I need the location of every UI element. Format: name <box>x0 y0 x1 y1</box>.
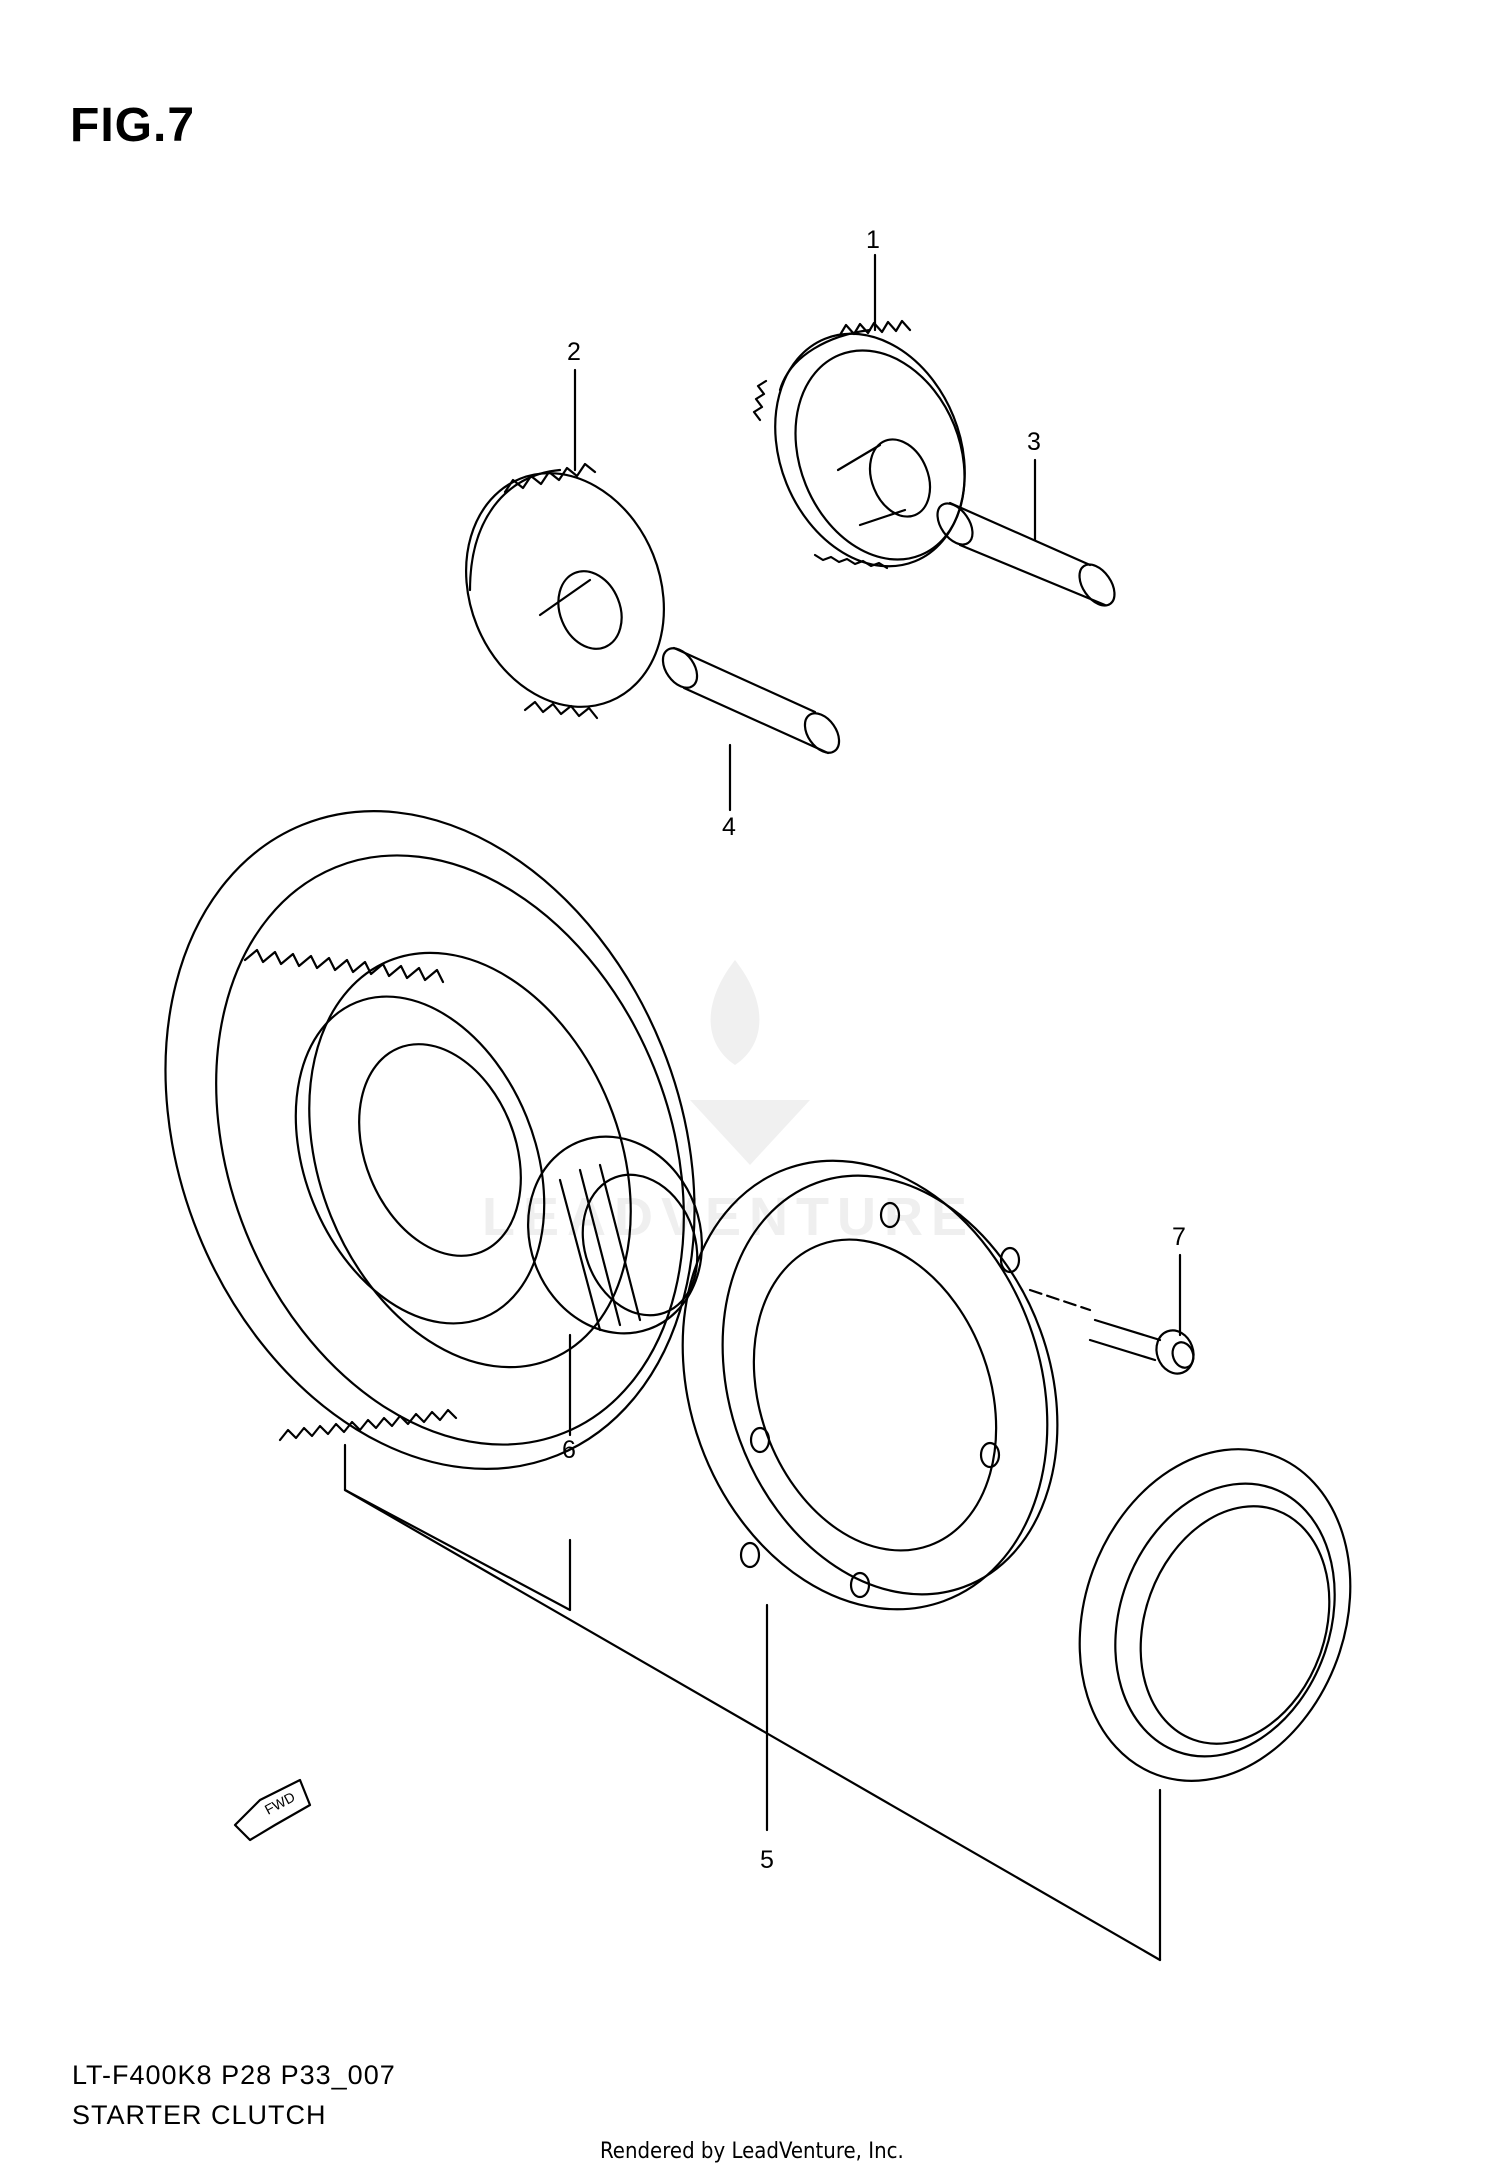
figure-title: FIG.7 <box>70 99 196 152</box>
part-6-needle-bearing <box>527 1135 703 1335</box>
group-bracket <box>343 1443 1162 1962</box>
part-3-shaft <box>936 501 1116 607</box>
part-1-idle-gear <box>752 319 966 570</box>
starter-driven-gear <box>164 810 696 1470</box>
rendered-by-credit: Rendered by LeadVenture, Inc. <box>600 2139 904 2164</box>
part-2-idle-gear <box>465 462 665 720</box>
callout-4: 4 <box>722 813 736 841</box>
watermark-text: LEADVENTURE <box>482 1187 976 1247</box>
watermark-logo <box>690 960 810 1165</box>
callout-5: 5 <box>760 1846 774 1874</box>
callout-2: 2 <box>567 338 581 366</box>
group-bracket-2 <box>343 1488 572 1612</box>
figure-name: STARTER CLUTCH <box>72 2100 327 2130</box>
fwd-arrow-label: FWD <box>262 1789 298 1818</box>
callout-7: 7 <box>1172 1223 1186 1251</box>
part-5-clutch-body <box>681 1159 1059 1611</box>
callout-1: 1 <box>866 226 880 254</box>
callout-3: 3 <box>1027 428 1041 456</box>
one-way-clutch-ring <box>1078 1448 1352 1782</box>
part-7-bolt <box>1028 1288 1195 1375</box>
callout-6: 6 <box>562 1436 576 1464</box>
figure-code: LT-F400K8 P28 P33_007 <box>72 2060 396 2090</box>
fwd-arrow <box>233 1778 312 1842</box>
part-4-shaft <box>661 646 841 755</box>
